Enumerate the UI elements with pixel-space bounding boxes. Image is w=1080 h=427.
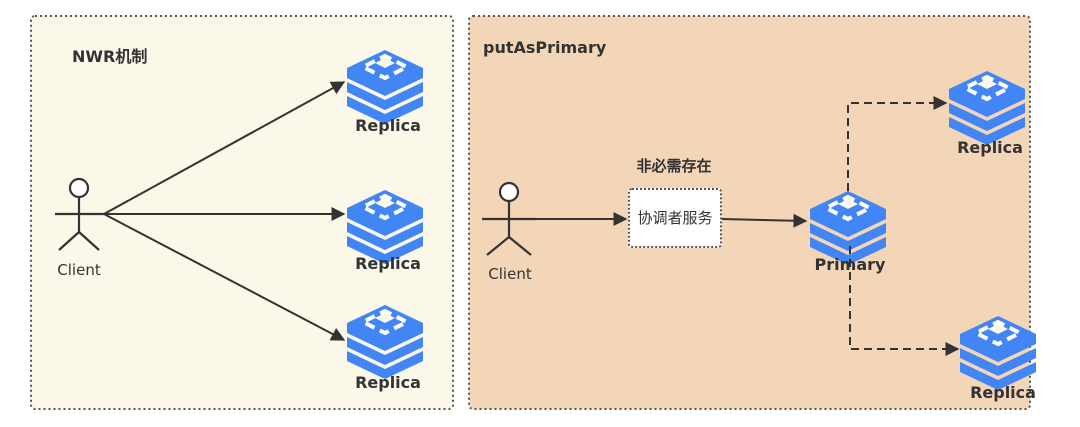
put-as-primary-panel-title: putAsPrimary	[483, 38, 607, 57]
arrow-coordinator-to-primary	[721, 213, 808, 228]
replica-1-label: Replica	[355, 116, 421, 135]
arrow-client-to-replica-1	[103, 81, 346, 215]
replica-3-label: Replica	[355, 373, 421, 392]
arrow-primary-to-replica-bottom	[849, 246, 960, 356]
replica-bottom-label: Replica	[970, 383, 1036, 402]
put-as-primary-panel	[468, 15, 1031, 410]
client-label-2: Client	[488, 265, 532, 283]
client-actor-icon-2	[482, 181, 536, 256]
replica-top-label: Replica	[957, 138, 1023, 157]
nwr-panel-title: NWR机制	[72, 47, 147, 66]
client-label: Client	[57, 261, 101, 279]
coordinator-service-box: 协调者服务	[628, 188, 722, 248]
client-actor-icon	[55, 177, 104, 251]
nwr-panel	[30, 15, 454, 410]
coordinator-service-label: 协调者服务	[637, 209, 713, 227]
replica-2-label: Replica	[355, 254, 421, 273]
coordinator-caption: 非必需存在	[636, 157, 711, 175]
arrow-client-to-replica-3	[103, 213, 346, 341]
arrow-primary-to-replica-top	[847, 96, 948, 191]
